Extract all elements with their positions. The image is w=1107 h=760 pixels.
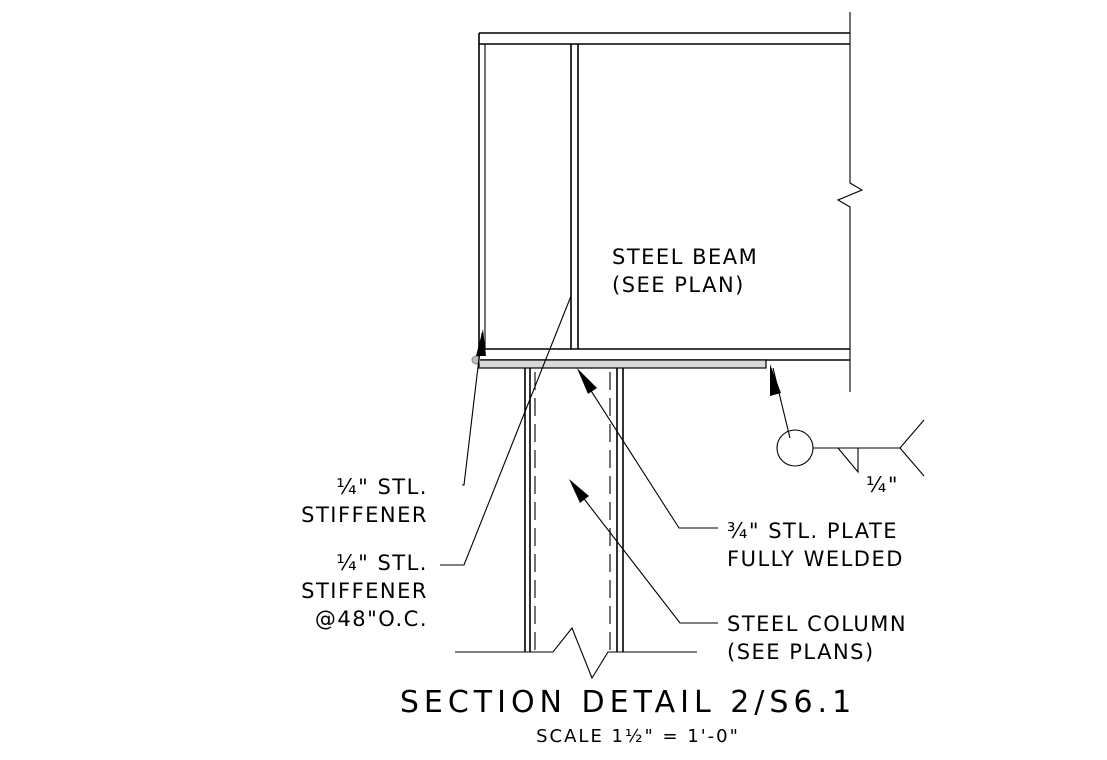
arrow-plate: [577, 368, 597, 394]
leader-plate: [578, 371, 718, 529]
beam-break-line: [836, 12, 864, 392]
weld-symbol: [770, 364, 925, 477]
weld-leader-line: [772, 367, 791, 439]
leaders: [440, 295, 718, 624]
leader-stiffener-2: [440, 295, 572, 566]
stiffener-label-2: ¼" STL. STIFFENER @48"O.C.: [301, 551, 428, 631]
weld-tail-upper: [899, 419, 925, 449]
steel-beam: [478, 12, 864, 392]
plate-label-line1: ¾" STL. PLATE: [727, 519, 898, 543]
beam-label-line2: (SEE PLAN): [612, 273, 745, 297]
arrow-stiffener-1: [476, 329, 486, 356]
steel-plate: [478, 359, 767, 369]
weld-size-label: ¼": [866, 473, 899, 497]
stiffener2-line3: @48"O.C.: [315, 607, 428, 631]
weld-all-around-circle: [776, 429, 814, 467]
stiffener2-line2: STIFFENER: [301, 579, 428, 603]
plate-label: ¾" STL. PLATE FULLY WELDED: [727, 519, 904, 571]
fillet-weld-triangle: [837, 447, 859, 474]
beam-label: STEEL BEAM (SEE PLAN): [612, 245, 758, 297]
stiffener1-line1: ¼" STL.: [336, 475, 428, 499]
column-break-line: [455, 626, 697, 680]
column-label-line2: (SEE PLANS): [727, 640, 875, 664]
detail-scale: SCALE 1½" = 1'-0": [536, 726, 740, 747]
leader-column: [570, 481, 718, 624]
leader-stiffener-1: [462, 332, 483, 486]
arrow-column: [569, 479, 589, 503]
steel-column: [455, 368, 697, 680]
plate-label-line2: FULLY WELDED: [727, 547, 904, 571]
beam-label-line1: STEEL BEAM: [612, 245, 758, 269]
weld-tail-lower: [899, 447, 925, 477]
stiffener1-line2: STIFFENER: [301, 503, 428, 527]
column-label-line1: STEEL COLUMN: [727, 612, 907, 636]
weld-arrowhead: [770, 364, 781, 396]
detail-title: SECTION DETAIL 2/S6.1: [400, 685, 856, 720]
stiffener-label-1: ¼" STL. STIFFENER: [301, 475, 428, 527]
stiffener2-line1: ¼" STL.: [336, 551, 428, 575]
column-label: STEEL COLUMN (SEE PLANS): [727, 612, 907, 664]
